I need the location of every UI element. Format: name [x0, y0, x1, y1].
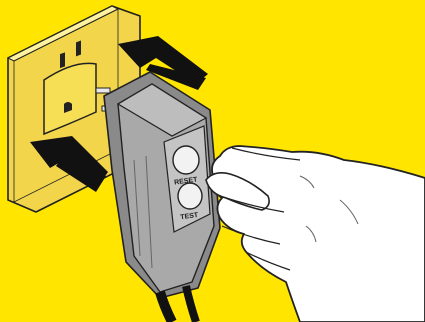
- reset-button: RESET: [173, 146, 199, 187]
